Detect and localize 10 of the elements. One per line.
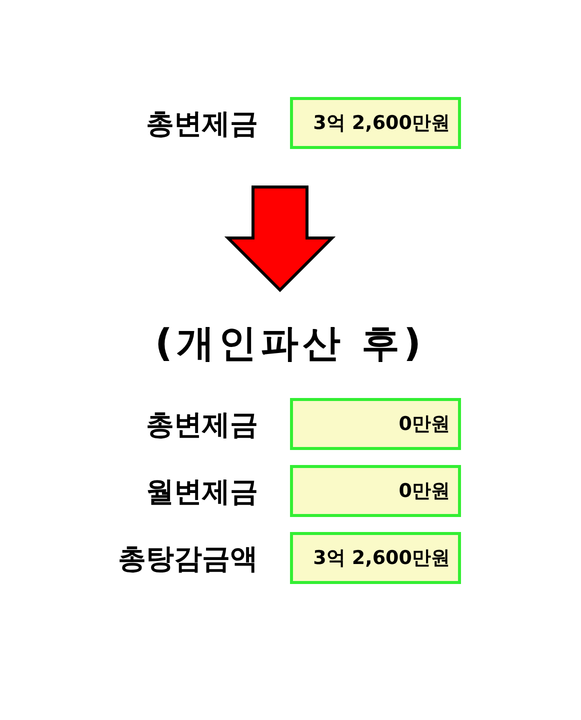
value-box: 0만원 (290, 398, 461, 450)
value-box: 0만원 (290, 465, 461, 517)
value-box: 3억 2,600만원 (290, 97, 461, 149)
row-label: 총변제금 (145, 407, 258, 443)
row-label: 총탕감금액 (117, 541, 258, 577)
row-label: 총변제금 (145, 106, 258, 142)
value-box: 3억 2,600만원 (290, 532, 461, 584)
row-label: 월변제금 (145, 474, 258, 510)
down-arrow (224, 186, 336, 292)
section-heading: (개인파산 후) (130, 318, 450, 369)
